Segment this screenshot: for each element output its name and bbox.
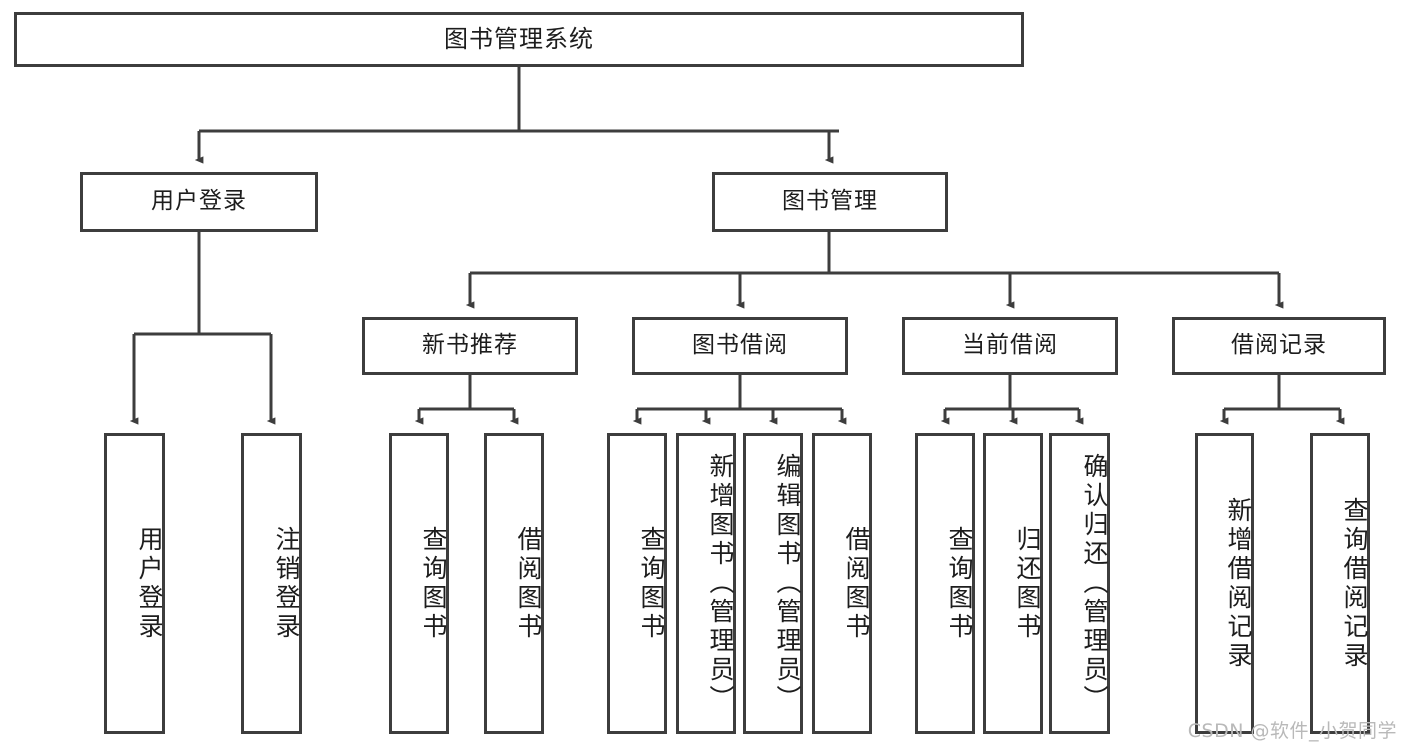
- leaf-return-books[interactable]: 归还图书: [983, 433, 1043, 734]
- leaf-add-borrow-record[interactable]: 新增借阅记录: [1195, 433, 1254, 734]
- node-label: 图书借阅: [692, 332, 788, 359]
- node-label: 借阅图书: [514, 525, 543, 642]
- leaf-confirm-return-admin[interactable]: 确认归还（管理员）: [1049, 433, 1110, 734]
- node-label: 新书推荐: [422, 332, 518, 359]
- leaf-borrow-books-recommendation[interactable]: 借阅图书: [484, 433, 544, 734]
- node-borrow-records[interactable]: 借阅记录: [1172, 317, 1386, 375]
- node-label: 图书管理系统: [444, 25, 594, 54]
- leaf-logout[interactable]: 注销登录: [241, 433, 302, 734]
- node-label: 图书管理: [782, 188, 878, 215]
- leaf-add-book-admin[interactable]: 新增图书（管理员）: [676, 433, 736, 734]
- node-user-login[interactable]: 用户登录: [80, 172, 318, 232]
- node-label: 当前借阅: [962, 332, 1058, 359]
- leaf-query-borrow-record[interactable]: 查询借阅记录: [1310, 433, 1370, 734]
- node-root-book-management-system[interactable]: 图书管理系统: [14, 12, 1024, 67]
- leaf-edit-book-admin[interactable]: 编辑图书（管理员）: [743, 433, 803, 734]
- leaf-query-books-recommendation[interactable]: 查询图书: [389, 433, 449, 734]
- node-current-borrowing[interactable]: 当前借阅: [902, 317, 1118, 375]
- node-book-borrowing[interactable]: 图书借阅: [632, 317, 848, 375]
- node-label: 查询图书: [945, 525, 974, 642]
- node-label: 查询图书: [419, 525, 448, 642]
- node-label: 用户登录: [151, 188, 247, 215]
- node-label: 查询图书: [637, 525, 666, 642]
- node-label: 注销登录: [272, 525, 301, 642]
- watermark: CSDN @软件_小贺同学: [1187, 720, 1397, 742]
- node-new-book-recommendation[interactable]: 新书推荐: [362, 317, 578, 375]
- node-label: 查询借阅记录: [1340, 496, 1369, 671]
- node-label: 编辑图书（管理员）: [773, 453, 802, 714]
- leaf-user-login[interactable]: 用户登录: [104, 433, 165, 734]
- node-label: 新增借阅记录: [1224, 496, 1253, 671]
- leaf-query-books-borrowing[interactable]: 查询图书: [607, 433, 667, 734]
- node-label: 新增图书（管理员）: [706, 453, 735, 714]
- leaf-borrow-books-borrowing[interactable]: 借阅图书: [812, 433, 872, 734]
- node-label: 确认归还（管理员）: [1080, 453, 1109, 714]
- node-label: 用户登录: [135, 525, 164, 642]
- node-label: 借阅记录: [1231, 332, 1327, 359]
- node-label: 借阅图书: [842, 525, 871, 642]
- node-label: 归还图书: [1013, 525, 1042, 642]
- leaf-query-books-current[interactable]: 查询图书: [915, 433, 975, 734]
- node-book-management[interactable]: 图书管理: [712, 172, 948, 232]
